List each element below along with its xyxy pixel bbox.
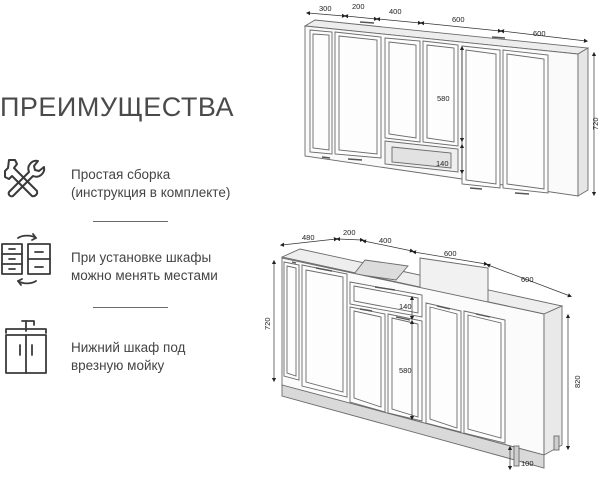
- feature-swap-text: При установке шкафы можно менять местами: [71, 249, 218, 285]
- lower-dim-w2: 200: [343, 228, 356, 237]
- upper-dim-w2: 200: [352, 2, 365, 11]
- upper-dim-h-total: 720: [591, 117, 600, 130]
- tools-icon: [4, 159, 46, 198]
- page-title: ПРЕИМУЩЕСТВА: [0, 92, 235, 122]
- lower-dim-h-total: 820: [573, 375, 582, 388]
- feature-assembly-line2: (инструкция в комплекте): [71, 185, 231, 200]
- feature-sink-line1: Нижний шкаф под: [71, 340, 186, 355]
- lower-dim-w4: 600: [444, 249, 457, 258]
- upper-dim-h-niche: 140: [436, 159, 449, 168]
- upper-dim-w4: 600: [452, 15, 465, 24]
- upper-dimension-lines: [305, 11, 597, 197]
- divider: [93, 307, 168, 308]
- feature-assembly-text: Простая сборка (инструкция в комплекте): [71, 166, 230, 202]
- divider: [93, 221, 168, 222]
- upper-dim-h-door: 580: [437, 94, 450, 103]
- upper-dim-w1: 300: [319, 4, 332, 13]
- upper-cabinets: [303, 19, 590, 197]
- feature-sink-line2: врезную мойку: [71, 358, 165, 373]
- lower-dimension-lines: [271, 236, 572, 471]
- feature-sink-text: Нижний шкаф под врезную мойку: [71, 339, 185, 375]
- feature-swap-line2: можно менять местами: [71, 268, 218, 283]
- feature-swap-line1: При установке шкафы: [71, 250, 212, 265]
- feature-assembly-line1: Простая сборка: [71, 167, 171, 182]
- sink-cabinet-icon: [5, 320, 47, 374]
- lower-dim-h-top: 720: [263, 317, 272, 330]
- upper-dim-w5: 600: [533, 29, 546, 38]
- lower-dim-w5: 600: [521, 275, 534, 284]
- lower-handles: [291, 261, 491, 321]
- lower-dim-h-door: 580: [399, 366, 412, 375]
- swap-cabinets-icon: [1, 233, 51, 286]
- lower-cabinets: [280, 248, 564, 469]
- lower-dim-h-leg: 100: [521, 459, 534, 468]
- lower-dim-h-drawer: 140: [399, 302, 412, 311]
- lower-dim-w3: 400: [379, 236, 392, 245]
- lower-dim-w1: 480: [302, 233, 315, 242]
- upper-dim-w3: 400: [389, 7, 402, 16]
